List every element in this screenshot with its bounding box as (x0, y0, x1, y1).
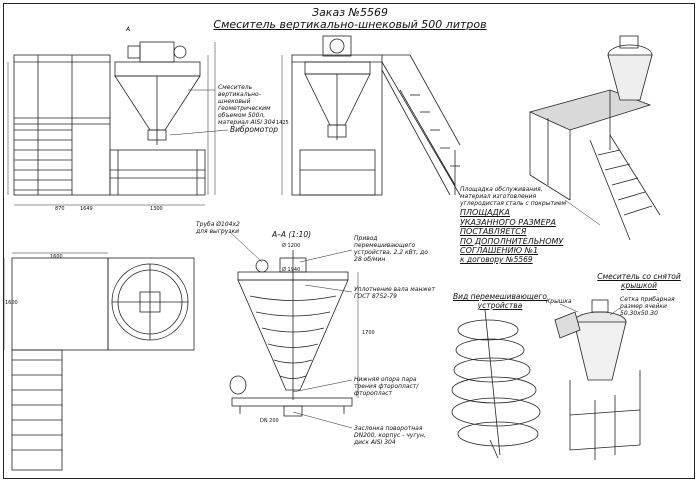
section-title: А–А (1:10) (272, 230, 312, 239)
platform-caps-4: ПО ДОПОЛНИТЕЛЬНОМУ (460, 236, 564, 246)
dim-d1200: Ø 1200 (282, 243, 301, 249)
dim-1425: 1425 (276, 120, 289, 126)
plan-dim-side: 1600 (5, 300, 18, 306)
platform-caps-2: УКАЗАННОГО РАЗМЕРА (460, 217, 556, 227)
dim-1700: 1700 (362, 330, 375, 336)
platform-line1: Площадка обслуживания, (460, 186, 543, 193)
screw-caption: Вид перемешивающего устройства (452, 292, 548, 310)
seal-label: Уплотнение вала манжет ГОСТ 8752-79 (354, 286, 435, 300)
dim-d1940: Ø 1940 (282, 267, 301, 273)
dim-870: 870 (55, 206, 65, 212)
plan-dim-top: 1600 (50, 254, 63, 260)
platform-caps-5: СОГЛАШЕНИЮ №1 (460, 246, 539, 255)
pipe-label: Труба Ø104х2 для выгрузки (196, 221, 240, 235)
order-number: Заказ №5569 (312, 6, 388, 19)
section-mark: А (126, 26, 131, 33)
platform-caps-1: ПЛОЩАДКА (460, 208, 510, 217)
dim-dn200: DN 200 (260, 418, 279, 424)
grid-label: Сетка прибарная размер ячейки 50.30х50.3… (620, 296, 675, 317)
side-view (281, 35, 461, 196)
screw-view (451, 309, 541, 459)
bearing-label: Нижняя опора пара трения фторопласт/ фто… (354, 376, 419, 397)
platform-line3: углеродистая сталь с покрытием (460, 200, 567, 207)
lid-removed-caption: Смеситель со снятой крышкой (597, 272, 681, 290)
vibrator-label: Вибромотор (230, 125, 278, 134)
section-view (229, 231, 359, 429)
isometric-view (528, 35, 661, 241)
sheet-frame (3, 3, 695, 479)
valve-label: Заслонка поворотная DN200, корпус - чугу… (354, 425, 426, 446)
front-view (7, 41, 229, 206)
drawing-title: Смеситель вертикально-шнековый 500 литро… (213, 18, 487, 31)
dim-1300: 1300 (150, 206, 163, 212)
drive-label: Привод перемешивающего устройства, 2,2 к… (354, 235, 428, 263)
mixer-note: Смеситель вертикально-шнековый геометрич… (218, 84, 276, 126)
platform-caps-3: ПОСТАВЛЯЕТСЯ (460, 227, 527, 236)
platform-caps-6: к договору №5569 (460, 255, 533, 264)
dim-1649: 1649 (80, 206, 93, 212)
platform-line2: материал изготовления (460, 193, 537, 200)
lid-label: Крышка (546, 298, 572, 305)
plan-view (3, 252, 195, 471)
lid-removed-view (554, 299, 641, 460)
